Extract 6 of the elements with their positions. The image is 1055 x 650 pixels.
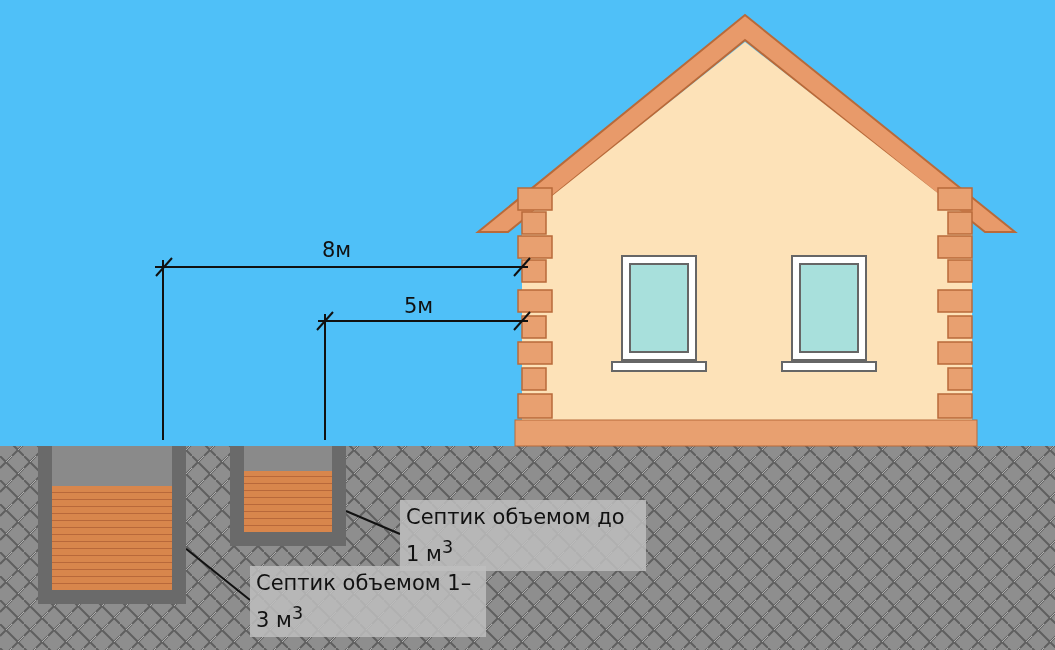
leader-line: [345, 510, 401, 535]
callout-text: Септик объемом до 1 м$^{3}$: [400, 500, 646, 571]
leader-line: [185, 547, 251, 601]
septic-pit: [38, 446, 186, 604]
callout-text: Септик объемом 1–3 м$^{3}$: [250, 566, 486, 637]
septic-pit: [230, 446, 346, 546]
